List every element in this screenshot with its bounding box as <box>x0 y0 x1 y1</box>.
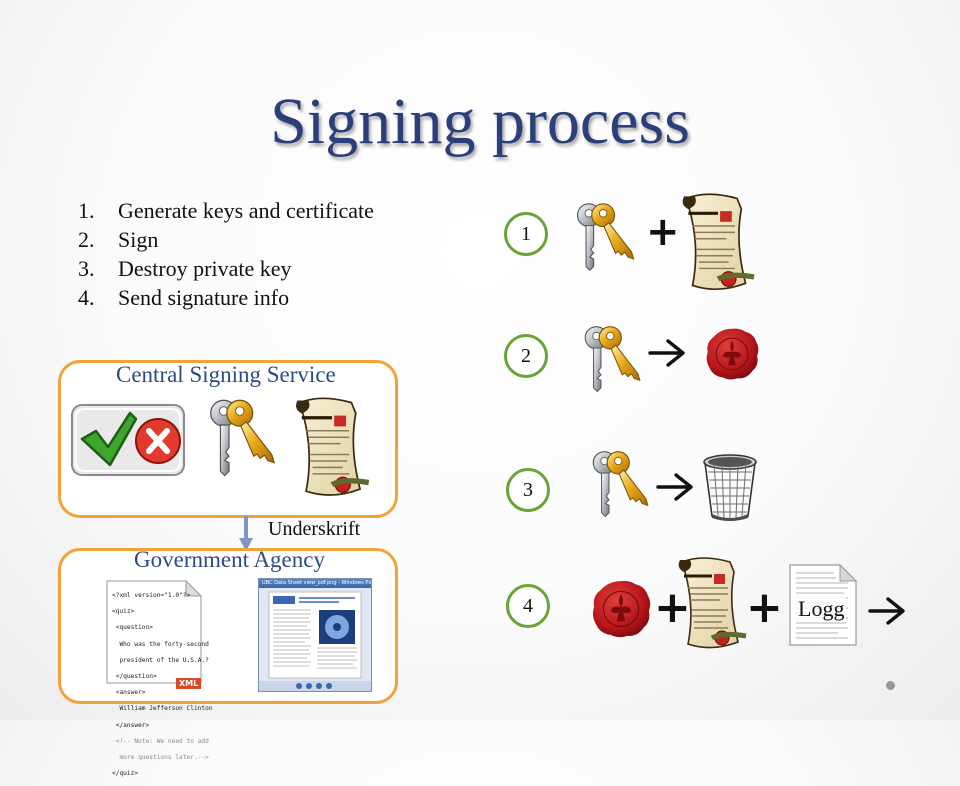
step-circle-2: 2 <box>504 334 548 378</box>
xml-line: </answer> <box>112 721 150 729</box>
step-number: 2. <box>78 227 95 252</box>
step-text: Destroy private key <box>118 256 292 281</box>
key-pair-icon <box>205 396 281 482</box>
key-pair-icon <box>588 448 654 522</box>
picture-viewer-window: UBC Data Sheet view_pdf.png - Windows Pi… <box>258 578 372 692</box>
arrow-right-icon <box>868 596 908 626</box>
certificate-scroll-icon <box>672 554 752 654</box>
xml-line: <answer> <box>112 689 146 697</box>
arrow-right-icon <box>656 472 696 502</box>
plus-sign: + <box>746 582 783 633</box>
key-pair-icon <box>580 323 646 397</box>
step-item: 4. Send signature info <box>78 283 374 312</box>
step-number: 4. <box>78 285 95 310</box>
xml-badge: XML <box>176 678 202 689</box>
government-panel-label: Government Agency <box>134 547 325 572</box>
xml-line: <!-- Note: We need to add <box>112 737 209 745</box>
step-circle-1: 1 <box>504 212 548 256</box>
steps-list: 1. Generate keys and certificate 2. Sign 3… <box>78 196 374 312</box>
arrow-label: Underskrift <box>268 518 361 540</box>
step-item: 1. Generate keys and certificate <box>78 196 374 225</box>
xml-line: </question> <box>112 673 157 681</box>
document-preview <box>259 588 371 691</box>
xml-document-icon <box>106 580 202 684</box>
wax-seal-icon <box>704 326 760 382</box>
slide-title: Signing process <box>270 85 690 158</box>
certificate-scroll-icon <box>674 190 762 296</box>
xml-line: president of the U.S.A.? <box>112 656 209 664</box>
log-label: Logg <box>796 596 847 622</box>
xml-line: </quiz> <box>112 770 139 778</box>
xml-line: Who was the forty-second <box>112 640 209 648</box>
xml-line: <question> <box>112 624 153 632</box>
step-circle-4: 4 <box>506 584 550 628</box>
arrow-right-icon <box>648 338 688 368</box>
certificate-scroll-icon <box>287 394 377 502</box>
step-number: 3. <box>78 256 95 281</box>
step-item: 2. Sign <box>78 225 374 254</box>
step-text: Sign <box>118 227 159 252</box>
central-panel-label: Central Signing Service <box>116 362 336 387</box>
step-item: 3. Destroy private key <box>78 254 374 283</box>
xml-line: <?xml version="1.0"?> <box>112 592 191 600</box>
xml-line: more questions later.--> <box>112 753 209 761</box>
slide-nav-dot[interactable] <box>886 681 895 690</box>
step-text: Generate keys and certificate <box>118 198 374 223</box>
step-number: 1. <box>78 198 95 223</box>
xml-line: <quiz> <box>112 608 135 616</box>
check-cross-icon <box>71 404 185 476</box>
plus-sign: + <box>646 209 680 255</box>
xml-line: William Jefferson Clinton <box>112 705 213 713</box>
down-arrow <box>239 516 253 551</box>
step-circle-3: 3 <box>506 468 550 512</box>
step-text: Send signature info <box>118 285 290 310</box>
plus-sign: + <box>654 582 691 633</box>
trash-bin-icon <box>700 452 760 522</box>
wax-seal-icon <box>590 578 652 640</box>
key-pair-icon <box>572 200 640 276</box>
window-title: UBC Data Sheet view_pdf.png - Windows Pi… <box>259 579 371 588</box>
